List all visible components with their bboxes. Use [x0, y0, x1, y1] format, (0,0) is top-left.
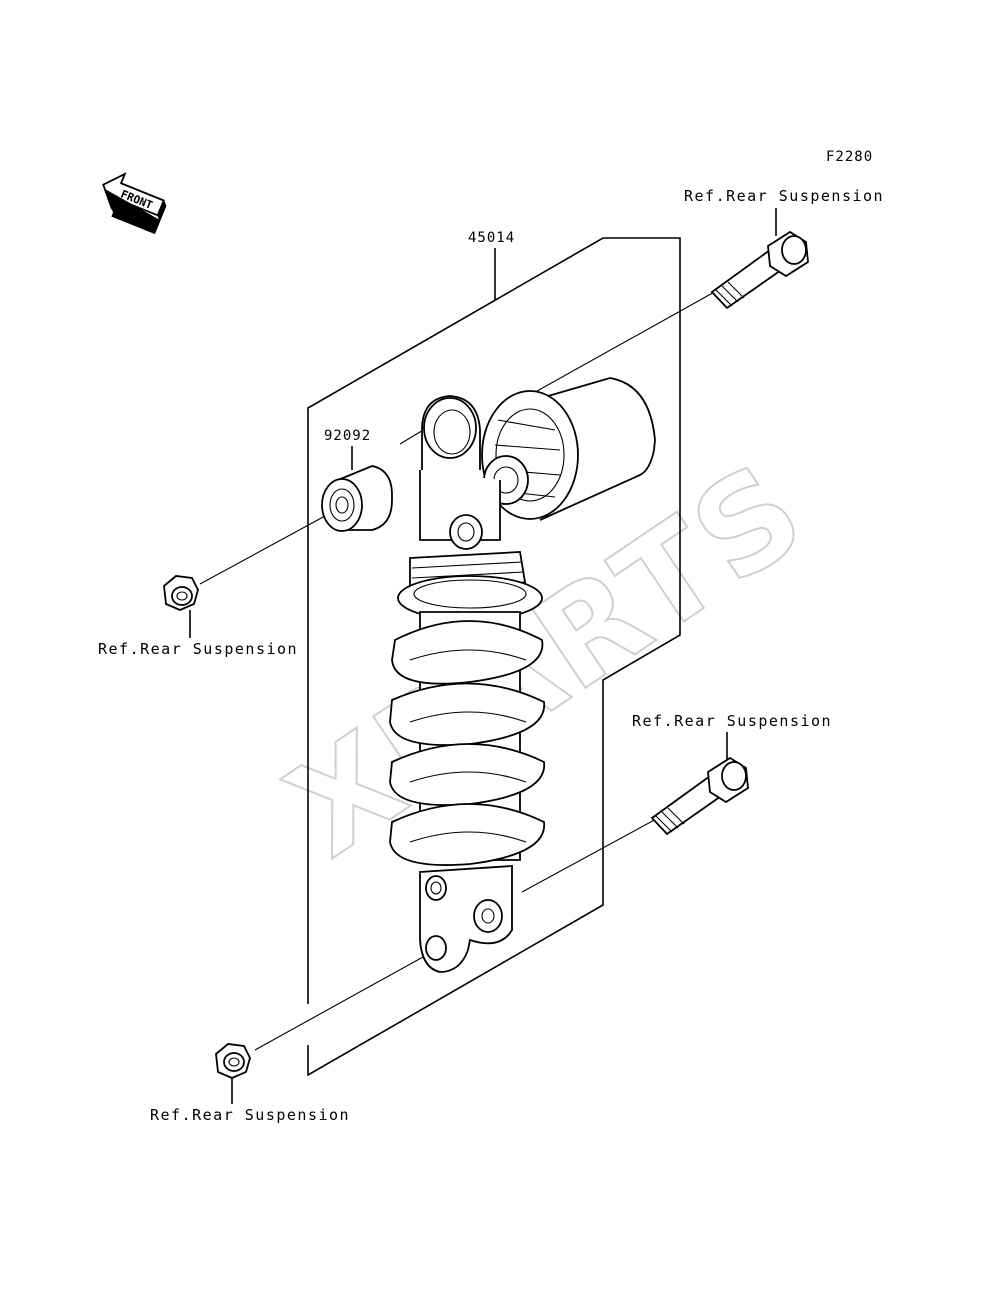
shock-spring: [389, 611, 545, 866]
ref-label-bottom-left: Ref.Rear Suspension: [150, 1106, 350, 1124]
part-number-92092: 92092: [324, 428, 371, 444]
ref-label-top-right: Ref.Rear Suspension: [684, 187, 884, 205]
nut-bottom-left: [215, 1043, 251, 1079]
shock-reservoir: [481, 377, 656, 521]
front-arrow-icon: FRONT: [102, 172, 167, 235]
ref-label-mid-right: Ref.Rear Suspension: [632, 712, 832, 730]
ref-label-left: Ref.Rear Suspension: [98, 640, 298, 658]
shock-upper-mount: [419, 395, 501, 550]
nut-left: [163, 575, 199, 611]
bolt-mid-right: [650, 756, 749, 836]
assembly-bracket: [307, 237, 681, 1077]
part-number-45014: 45014: [468, 230, 515, 246]
shock-lower-mount: [419, 865, 513, 973]
shock-preload-collar: [397, 551, 543, 621]
bolt-top-right: [710, 230, 809, 310]
figure-code: F2280: [826, 149, 873, 165]
collar-92092: [321, 465, 393, 532]
